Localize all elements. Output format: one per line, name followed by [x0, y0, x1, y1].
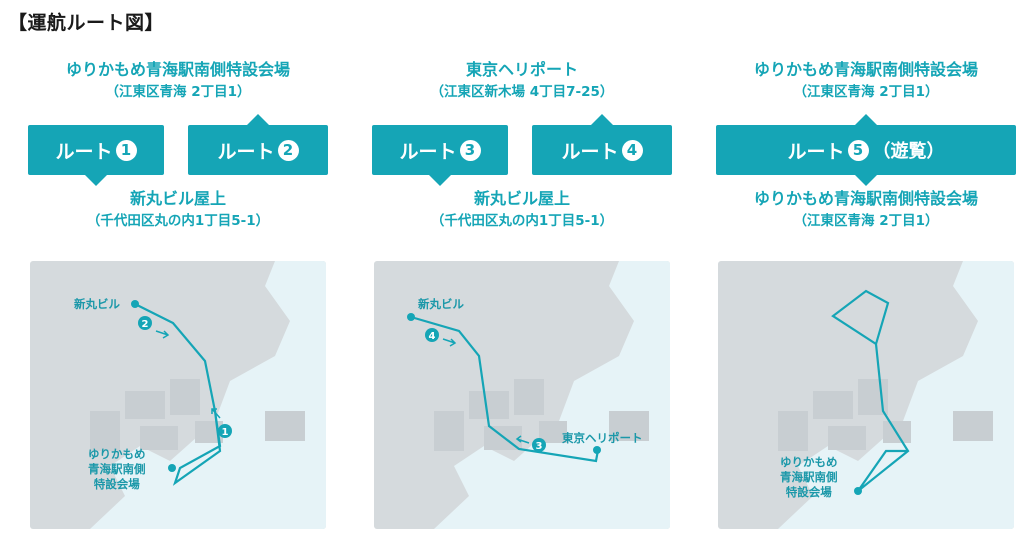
- map-label-end: 東京ヘリポート: [562, 431, 643, 445]
- land-blocks: [778, 379, 993, 451]
- route-line: [831, 289, 910, 492]
- route-3-button[interactable]: ルート 3: [372, 125, 508, 186]
- route-4-number-badge: 4: [621, 139, 643, 161]
- start-point: [131, 300, 139, 308]
- end-point: [593, 446, 601, 454]
- route-map-2: 4 3 新丸ビル 東京ヘリポート: [374, 261, 670, 529]
- route-column-1: ゆりかもめ青海駅南側特設会場 （江東区青海 2丁目1） ルート 1 ルート 2 …: [28, 60, 328, 230]
- map-3-drawing: [778, 261, 1014, 529]
- origin-name: ゆりかもめ青海駅南側特設会場: [753, 60, 978, 79]
- route-map-3: ゆりかもめ 青海駅南側 特設会場: [718, 261, 1014, 529]
- marker-badge: [218, 424, 232, 438]
- destination-address: （江東区青海 2丁目1）: [793, 213, 939, 229]
- route-buttons: ルート 1 ルート 2: [28, 114, 328, 186]
- marker-badge: [138, 316, 152, 330]
- direction-arrow-icon: [211, 408, 221, 419]
- route-4-label: ルート: [561, 140, 619, 163]
- water-area: [434, 261, 670, 529]
- route-2-label: ルート: [217, 140, 275, 163]
- water-area: [778, 261, 1014, 529]
- marker-number: 3: [536, 441, 543, 452]
- marker-number: 2: [142, 319, 149, 330]
- route-5-button[interactable]: ルート 5 （遊覧）: [716, 114, 1016, 186]
- arrow-down-icon: [428, 174, 452, 186]
- marker-badge: [425, 328, 439, 342]
- map-1-drawing: 2 1: [90, 261, 326, 529]
- route-5-suffix: （遊覧）: [872, 141, 945, 162]
- route-3-number-badge: 3: [459, 139, 481, 161]
- origin-address: （江東区青海 2丁目1）: [105, 84, 251, 100]
- end-point: [168, 464, 176, 472]
- marker-number: 1: [222, 427, 229, 438]
- map-label-start: 新丸ビル: [418, 297, 464, 311]
- route-line: [410, 315, 600, 463]
- marker-badge: [532, 438, 546, 452]
- route-column-3: ゆりかもめ青海駅南側特設会場 （江東区青海 2丁目1） ルート 5 （遊覧） ゆ…: [716, 60, 1016, 230]
- route-buttons: ルート 5 （遊覧）: [716, 114, 1016, 186]
- origin-name: ゆりかもめ青海駅南側特設会場: [65, 60, 290, 79]
- marker-number: 4: [429, 331, 436, 342]
- direction-arrow-icon: [442, 338, 457, 347]
- origin-address: （江東区青海 2丁目1）: [793, 84, 939, 100]
- destination-address: （千代田区丸の内1丁目5-1）: [86, 213, 270, 229]
- destination-name: 新丸ビル屋上: [473, 189, 570, 208]
- route-4-button[interactable]: ルート 4: [532, 114, 672, 175]
- arrow-up-icon: [590, 114, 614, 126]
- route-1-number-badge: 1: [115, 139, 137, 161]
- direction-arrow-icon: [515, 435, 530, 444]
- route-buttons: ルート 3 ルート 4: [372, 114, 672, 186]
- origin-name: 東京ヘリポート: [465, 60, 578, 79]
- end-point: [854, 487, 862, 495]
- page-title: 【運航ルート図】: [8, 12, 165, 34]
- route-5-number-badge: 5: [847, 139, 869, 161]
- map-label-start: 新丸ビル: [74, 297, 120, 311]
- route-map-1: 2 1 新丸ビル ゆりかもめ 青海駅南側 特設会場: [30, 261, 326, 529]
- arrow-up-icon: [246, 114, 270, 126]
- route-column-2: 東京ヘリポート （江東区新木場 4丁目7-25） ルート 3 ルート 4 新丸ビ…: [372, 60, 672, 230]
- route-5-label: ルート: [787, 140, 845, 163]
- route-line: [134, 303, 222, 486]
- direction-arrow-icon: [155, 330, 170, 339]
- map-label-end: ゆりかもめ 青海駅南側 特設会場: [88, 447, 146, 491]
- route-1-button[interactable]: ルート 1: [28, 125, 164, 186]
- destination-address: （千代田区丸の内1丁目5-1）: [430, 213, 614, 229]
- destination-name: 新丸ビル屋上: [129, 189, 226, 208]
- destination-name: ゆりかもめ青海駅南側特設会場: [753, 189, 978, 208]
- arrow-down-icon: [84, 174, 108, 186]
- route-2-button[interactable]: ルート 2: [188, 114, 328, 175]
- map-label-end: ゆりかもめ 青海駅南側 特設会場: [780, 455, 838, 499]
- arrow-up-icon: [854, 114, 878, 126]
- route-2-number-badge: 2: [277, 139, 299, 161]
- start-point: [407, 313, 415, 321]
- water-area: [90, 261, 326, 529]
- origin-address: （江東区新木場 4丁目7-25）: [430, 84, 614, 100]
- route-1-label: ルート: [55, 140, 113, 163]
- arrow-down-icon: [854, 174, 878, 186]
- map-2-drawing: 4 3: [407, 261, 670, 529]
- route-3-label: ルート: [399, 140, 457, 163]
